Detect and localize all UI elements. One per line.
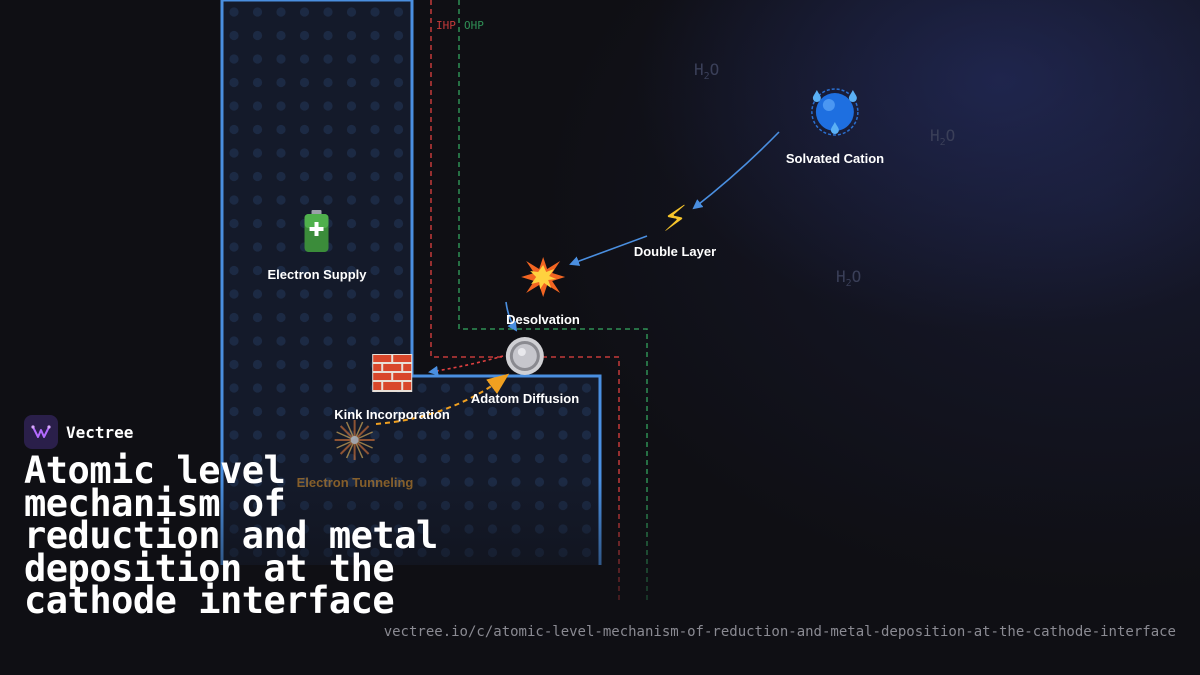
ohp-plane-line [458, 0, 648, 600]
ihp-label: IHP [436, 19, 456, 32]
collision-icon [506, 255, 580, 310]
water-droplet-sphere-icon [786, 86, 884, 149]
arrow-adatom-to-kink [428, 355, 504, 376]
arrow-cation-to-double-layer [692, 131, 780, 210]
battery-icon [268, 208, 367, 265]
node-label: Double Layer [633, 244, 717, 259]
node-label: Electron Tunneling [296, 475, 414, 490]
water-molecule-label: H2O [694, 60, 720, 83]
electrode-lattice [220, 0, 602, 565]
brand-name: Vectree [66, 422, 134, 442]
page-title: Atomic level mechanism of reduction and … [24, 449, 438, 622]
node-desolvation[interactable]: Desolvation [506, 255, 580, 327]
source-url[interactable]: vectree.io/c/atomic-level-mechanism-of-r… [383, 624, 1176, 640]
node-double-layer[interactable]: ⚡ Double Layer [634, 198, 716, 259]
node-electron-tunneling[interactable]: Electron Tunneling [296, 418, 414, 490]
brick-icon [334, 350, 450, 405]
lightning-icon: ⚡ [662, 199, 688, 240]
node-electron-supply[interactable]: Electron Supply [267, 208, 367, 282]
arrow-double-layer-to-desolvation [569, 235, 648, 266]
water-molecule-label: H2O [930, 126, 956, 149]
node-label: Solvated Cation [785, 151, 885, 166]
node-label: Kink Incorporation [334, 407, 450, 422]
node-kink-incorporation[interactable]: Kink Incorporation [334, 350, 450, 422]
water-molecule-label: H2O [836, 267, 862, 290]
electrode-boundary [220, 0, 602, 565]
node-solvated-cation[interactable]: Solvated Cation [786, 86, 884, 166]
vectree-logo-icon [24, 415, 58, 449]
node-label: Electron Supply [267, 267, 367, 282]
ohp-label: OHP [464, 19, 484, 32]
node-adatom-diffusion[interactable]: Adatom Diffusion [471, 334, 579, 406]
arrow-desolvation-to-adatom [505, 301, 518, 332]
atom-disc-icon [471, 334, 579, 389]
brand[interactable]: Vectree [24, 415, 133, 449]
node-label: Adatom Diffusion [470, 391, 580, 406]
node-label: Desolvation [506, 312, 580, 327]
firework-icon [297, 418, 414, 473]
